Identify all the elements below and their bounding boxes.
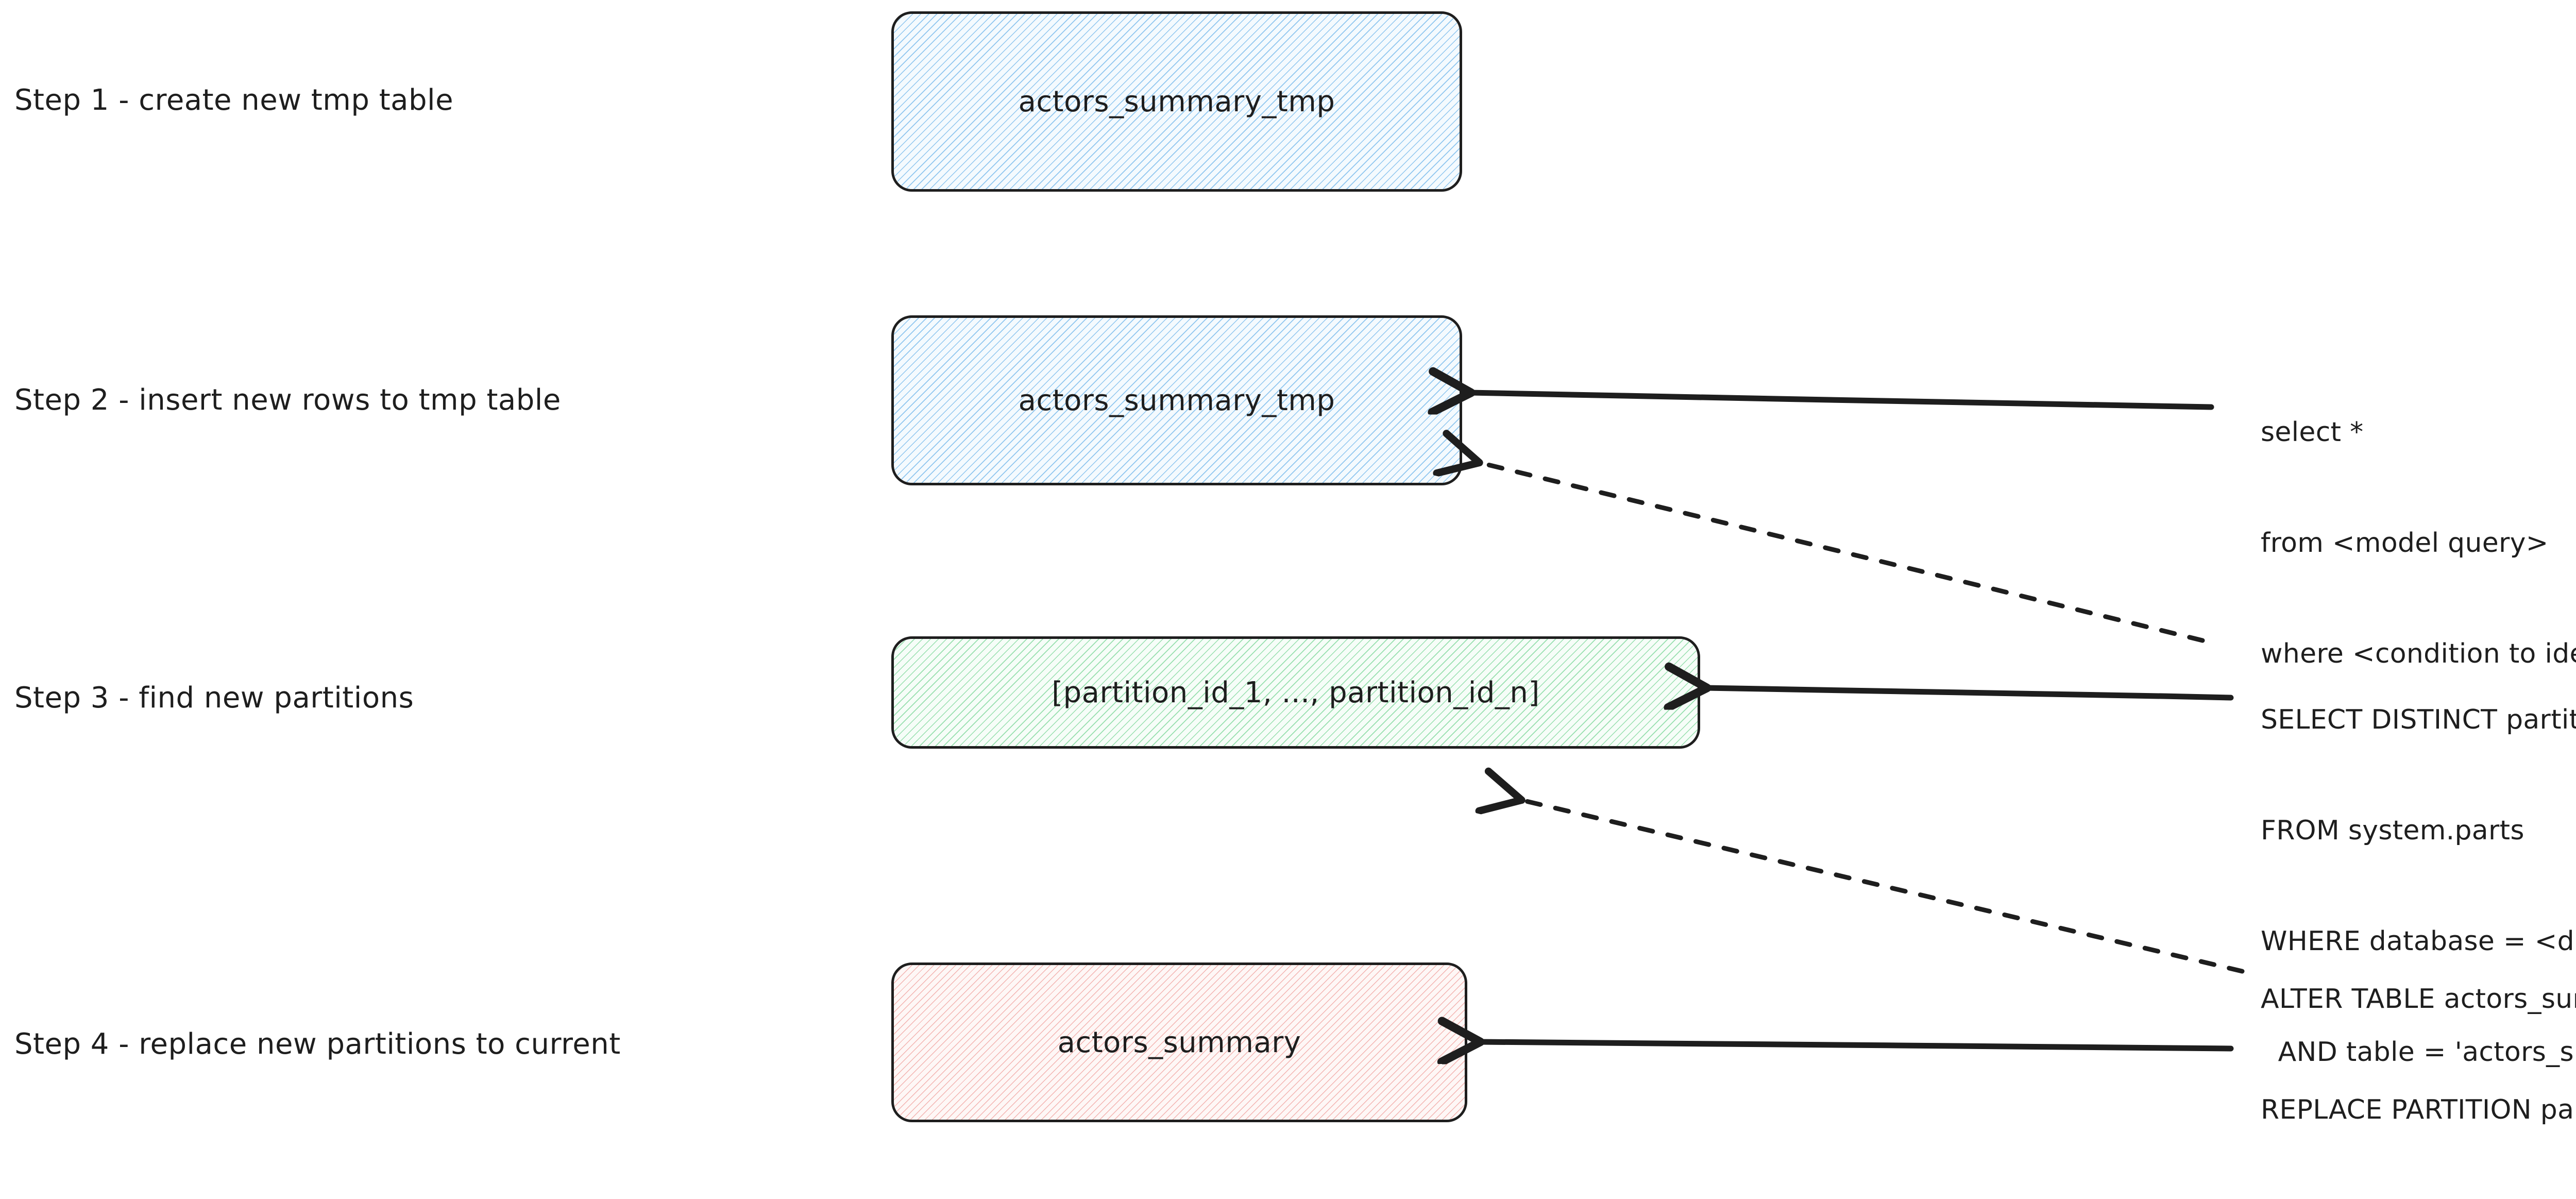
hatch-fill-blue [894, 14, 1460, 189]
sql-line: FROM system.parts [2261, 815, 2524, 846]
node-partition-id-list[interactable]: [partition_id_1, ..., partition_id_n] [891, 636, 1700, 749]
sql-line: from <model query> [2261, 527, 2549, 559]
sql-replace-partitions-query: ALTER TABLE actors_summary REPLACE PARTI… [2261, 907, 2576, 1199]
node-label: [partition_id_1, ..., partition_id_n] [1052, 676, 1540, 710]
arrow-insert-query-to-tmp2 [1469, 393, 2214, 407]
sql-line: SELECT DISTINCT partition_id [2261, 704, 2576, 735]
arrow-find-query-to-tmp2 [1478, 462, 2205, 643]
node-label: actors_summary_tmp [1018, 85, 1335, 119]
sql-find-partitions-query: SELECT DISTINCT partition_id FROM system… [2261, 628, 2576, 1145]
hatch-fill-blue [894, 318, 1460, 483]
node-label: actors_summary [1057, 1025, 1301, 1059]
hatch-fill-red [894, 965, 1465, 1120]
node-actors-summary-tmp-step2[interactable]: actors_summary_tmp [891, 315, 1462, 485]
step-label-4: Step 4 - replace new partitions to curre… [14, 1027, 621, 1061]
sql-line: select * [2261, 416, 2364, 448]
sql-line: where <condition to identify new> [2261, 638, 2576, 669]
node-label: actors_summary_tmp [1018, 383, 1335, 417]
arrow-replace-query-to-target [1479, 1042, 2234, 1049]
sql-insert-query: select * from <model query> where <condi… [2261, 340, 2576, 747]
sql-line: WHERE database = <database> [2261, 926, 2576, 957]
sql-line: ALTER TABLE actors_summary [2261, 983, 2576, 1015]
sql-line: AND table = 'actors_summary_tmp' [2278, 1037, 2576, 1068]
hatch-fill-green [894, 639, 1698, 746]
arrow-replace-query-to-parts [1520, 800, 2245, 974]
step-label-2: Step 2 - insert new rows to tmp table [14, 383, 561, 417]
node-actors-summary[interactable]: actors_summary [891, 962, 1467, 1122]
step-label-1: Step 1 - create new tmp table [14, 83, 454, 117]
node-actors-summary-tmp-step1[interactable]: actors_summary_tmp [891, 11, 1462, 192]
arrow-find-query-to-parts [1705, 688, 2234, 698]
sql-line: REPLACE PARTITION partition_id_1 [2261, 1094, 2576, 1125]
step-label-3: Step 3 - find new partitions [14, 681, 414, 715]
